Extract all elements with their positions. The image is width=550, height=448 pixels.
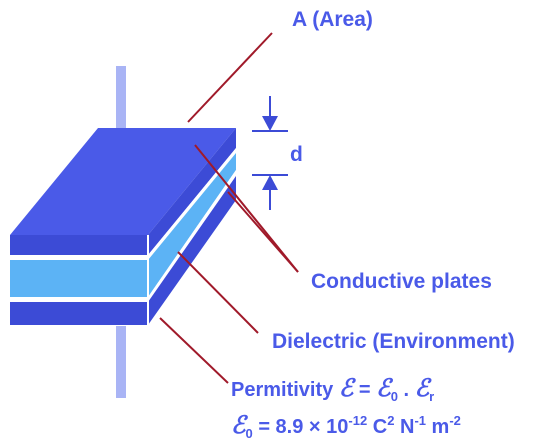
leader-conductive-bottom: [227, 191, 299, 273]
leader-dielectric-side: [177, 251, 259, 334]
exponent-neg1: -1: [414, 413, 426, 428]
d-arrow-down: [262, 116, 278, 131]
leader-conductive-top: [194, 144, 299, 273]
subscript-zero: 0: [391, 389, 398, 404]
permittivity-prefix: Permitivity: [231, 379, 339, 401]
distance-marker: [252, 96, 288, 210]
formula-dot: .: [398, 379, 415, 401]
exponent-2: 2: [387, 413, 394, 428]
bottom-lead: [116, 326, 126, 398]
unit-n: N: [394, 416, 414, 438]
epsilon-zero-symbol: ℰ: [376, 376, 394, 402]
distance-label: d: [290, 143, 303, 166]
front-top-plate: [10, 235, 148, 255]
leader-lines: [159, 32, 299, 384]
top-lead: [116, 66, 126, 181]
epsilon-r-symbol: ℰ: [415, 376, 433, 402]
vacuum-permittivity-constant: ℰ0 = 8.9 × 10-12 C2 N-1 m-2: [231, 413, 461, 441]
front-bottom-plate: [10, 302, 148, 325]
constant-subscript-zero: 0: [246, 426, 253, 441]
exponent-neg2: -2: [449, 413, 461, 428]
epsilon-symbol: ℰ: [339, 376, 357, 402]
side-bottom-plate: [148, 176, 236, 325]
dielectric-label: Dielectric (Environment): [272, 330, 515, 353]
conductive-plates-label: Conductive plates: [311, 270, 492, 293]
front-white-gap-1: [10, 255, 148, 260]
side-white-gap-1: [148, 148, 236, 260]
side-top-plate: [148, 128, 236, 255]
constant-epsilon-symbol: ℰ: [231, 413, 249, 439]
subscript-r: r: [429, 389, 434, 404]
area-label: A (Area): [292, 8, 373, 31]
side-dielectric: [148, 153, 236, 297]
formula-equals: =: [353, 379, 376, 401]
leader-area: [187, 32, 273, 123]
unit-m: m: [426, 416, 449, 438]
front-white-gap-2: [10, 297, 148, 302]
exponent-neg12: -12: [348, 413, 367, 428]
leader-dielectric-front: [159, 317, 229, 384]
unit-c: C: [367, 416, 387, 438]
permittivity-formula: Permitivity ℰ = ℰ0 . ℰr: [231, 376, 434, 404]
side-white-gap-2: [148, 170, 236, 302]
top-plate-face: [10, 128, 236, 235]
constant-value: = 8.9 × 10: [253, 416, 349, 438]
front-dielectric: [10, 260, 148, 297]
